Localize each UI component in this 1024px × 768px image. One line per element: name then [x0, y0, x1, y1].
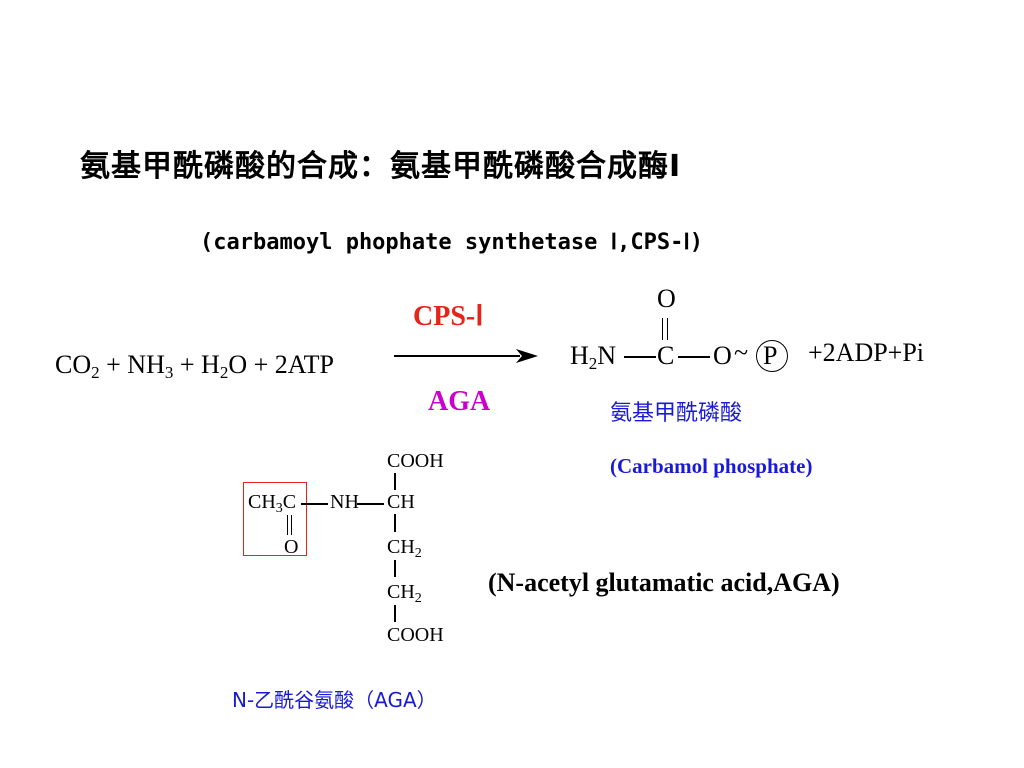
reaction-arrow: [394, 349, 538, 363]
acetyl-highlight-box: [243, 482, 307, 556]
ch2-group-2: CH2: [387, 581, 422, 606]
byproducts: +2ADP+Pi: [808, 338, 925, 367]
nh3-formula: NH3: [127, 350, 174, 382]
bond-vertical: [394, 473, 396, 490]
product-carbon: C: [657, 341, 675, 370]
co2-formula: CO2: [55, 350, 100, 382]
product-name-en: (Carbamol phosphate): [610, 454, 813, 478]
bond-vertical: [394, 514, 396, 532]
phosphate-p: P: [763, 341, 778, 370]
ch2-group-1: CH2: [387, 536, 422, 561]
product-oxygen: O: [657, 284, 676, 313]
bond-vertical: [394, 605, 396, 622]
cooh-top: COOH: [387, 450, 444, 472]
aga-name-cn: N-乙酰谷氨酸（AGA）: [232, 688, 437, 712]
enzyme-label: CPS-Ⅰ: [413, 301, 484, 332]
double-bond: [662, 318, 668, 340]
bond-vertical: [394, 560, 396, 577]
product-h2n: H2N: [570, 341, 617, 373]
acetyl-double-bond: [287, 515, 292, 535]
product-name-cn: 氨基甲酰磷酸: [610, 401, 743, 426]
reactants: CO2 + NH3 + H2O + 2ATP: [55, 350, 335, 382]
plus-sign: +: [253, 350, 269, 379]
bond-n-c: [624, 356, 656, 358]
ch-group: CH: [387, 491, 415, 513]
bond-c-o: [678, 356, 710, 358]
atp-formula: 2ATP: [274, 350, 335, 379]
ch3c-group: CH3C: [248, 491, 297, 516]
product-oxygen-ester: O: [713, 341, 732, 370]
aga-name-en: (N-acetyl glutamatic acid,AGA): [488, 568, 840, 597]
phosphate-circle: [756, 340, 788, 372]
nh-group: NH: [330, 491, 359, 513]
slide-title: 氨基甲酰磷酸的合成：氨基甲酰磷酸合成酶Ⅰ: [80, 149, 682, 184]
plus-sign: +: [106, 350, 121, 379]
high-energy-bond-tilde: ~: [734, 338, 749, 367]
slide-subtitle: (carbamoyl phophate synthetase Ⅰ,CPS-Ⅰ): [200, 230, 704, 255]
bond-c-nh: [301, 503, 328, 505]
bond-nh-ch: [357, 503, 384, 505]
plus-sign: +: [179, 350, 195, 379]
acetyl-oxygen: O: [284, 536, 299, 558]
cooh-bottom: COOH: [387, 624, 444, 646]
h2o-formula: H2O: [201, 350, 248, 382]
cofactor-label: AGA: [428, 386, 491, 417]
